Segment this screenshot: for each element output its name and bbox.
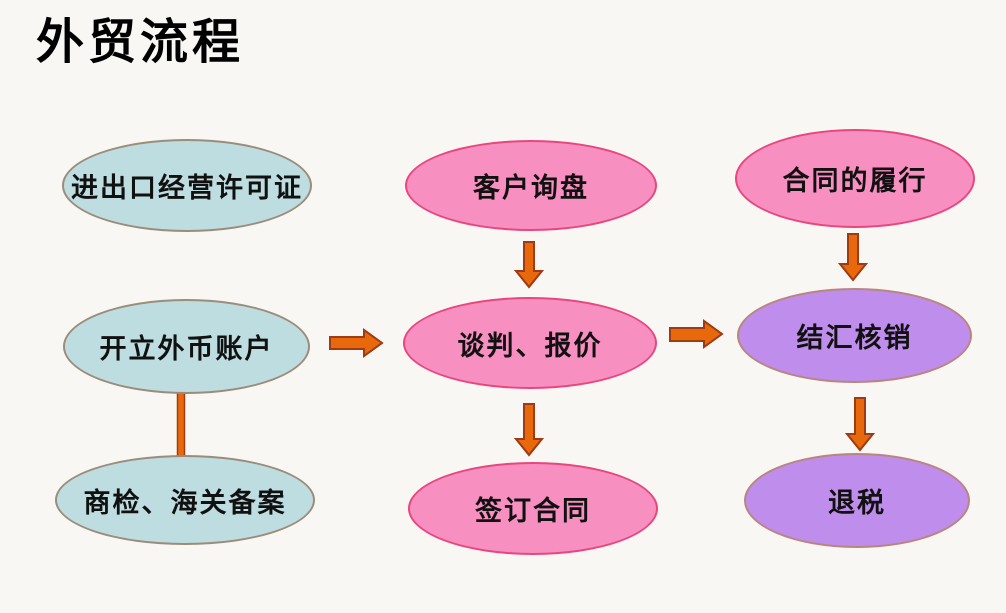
node-label: 合同的履行 xyxy=(782,166,928,196)
arrow-negotiate-to-sign xyxy=(513,403,545,457)
node-import-export-license: 进出口经营许可证 xyxy=(62,139,312,232)
node-label: 结汇核销 xyxy=(796,323,913,353)
arrow-inquiry-to-negotiate xyxy=(513,241,545,289)
node-label: 客户询盘 xyxy=(473,173,589,203)
node-inspection-customs-record: 商检、海关备案 xyxy=(55,455,315,545)
node-label: 签订合同 xyxy=(475,496,591,526)
node-sign-contract: 签订合同 xyxy=(408,462,658,555)
node-contract-performance: 合同的履行 xyxy=(735,129,975,228)
arrow-account-to-negotiate xyxy=(329,328,384,358)
node-settlement-verification: 结汇核销 xyxy=(737,288,972,383)
node-label: 退税 xyxy=(828,488,886,518)
node-label: 进出口经营许可证 xyxy=(71,173,303,203)
node-label: 开立外币账户 xyxy=(99,334,274,364)
node-negotiation-quotation: 谈判、报价 xyxy=(403,297,657,389)
node-foreign-currency-account: 开立外币账户 xyxy=(63,299,310,394)
line-account-to-inspect xyxy=(176,391,186,459)
page-title: 外贸流程 xyxy=(36,16,245,69)
arrow-negotiate-to-settle xyxy=(669,319,724,349)
arrow-perform-to-settle xyxy=(837,233,869,282)
arrow-settle-to-refund xyxy=(844,397,876,452)
node-customer-inquiry: 客户询盘 xyxy=(405,140,657,231)
node-label: 谈判、报价 xyxy=(457,330,603,361)
node-tax-refund: 退税 xyxy=(744,453,970,548)
node-label: 商检、海关备案 xyxy=(83,487,287,518)
